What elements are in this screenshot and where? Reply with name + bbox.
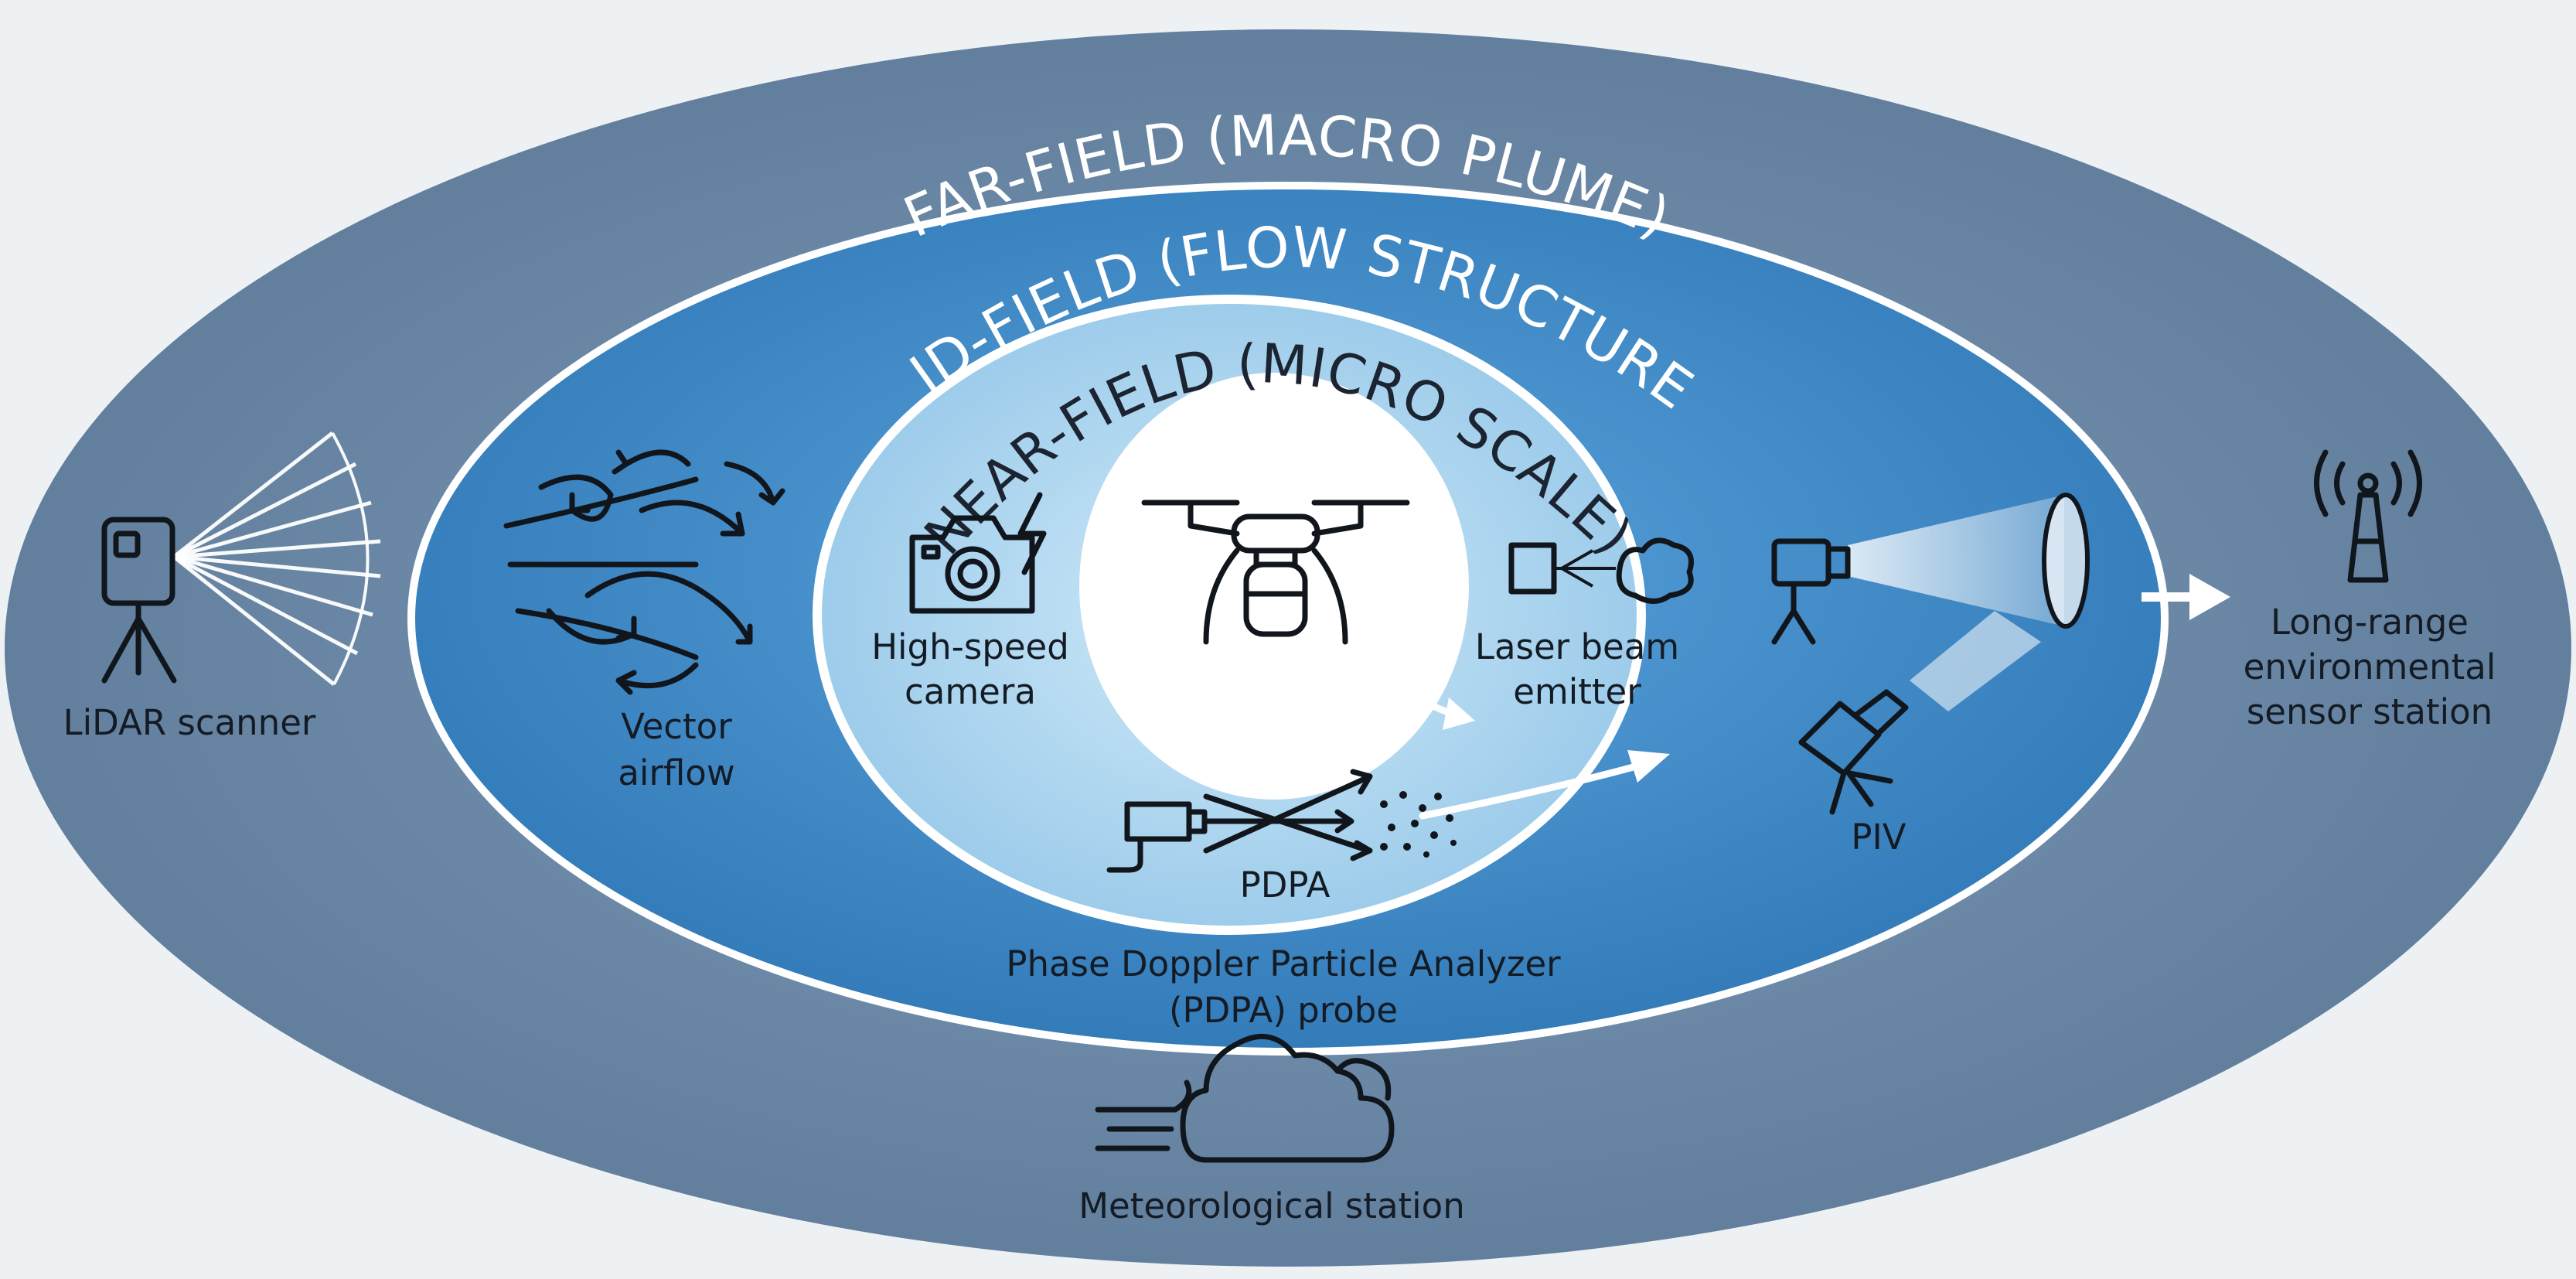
inner-flow-arrow — [1361, 669, 1450, 715]
laser-beam-emitter-label-2: emitter — [1513, 671, 1641, 712]
exit-arrowhead — [2189, 574, 2230, 620]
pdpa-probe-label-2: (PDPA) probe — [1169, 990, 1398, 1031]
piv-label: PIV — [1851, 817, 1906, 858]
antenna-tower-icon — [2314, 449, 2422, 583]
outer-flow-arrowhead — [1627, 750, 1670, 783]
sensor-station-label-2: environmental — [2244, 646, 2496, 687]
cloud-wind-icon — [1095, 1033, 1395, 1163]
pdpa-probe-label: Phase Doppler Particle Analyzer — [1006, 943, 1561, 984]
pdpa-label: PDPA — [1240, 865, 1331, 906]
vector-airflow-icon — [503, 449, 785, 695]
laser-beam-emitter-icon — [1508, 537, 1694, 604]
sensor-station-label-3: sensor station — [2247, 691, 2493, 732]
sensor-station-label: Long-range — [2271, 602, 2469, 643]
vector-airflow-label-2: airflow — [618, 752, 734, 793]
drone-icon — [1141, 500, 1410, 645]
near-field-core — [1079, 373, 1469, 800]
laser-beam-emitter-label: Laser beam — [1475, 626, 1679, 667]
outer-flow-arrow — [1419, 762, 1643, 820]
high-speed-camera-icon — [909, 492, 1047, 614]
meteorological-station-label: Meteorological station — [1078, 1185, 1465, 1226]
vector-airflow-label: Vector — [621, 706, 732, 747]
lidar-scanner-icon — [101, 431, 381, 686]
inner-flow-arrowhead — [1443, 697, 1475, 730]
piv-camera-icon — [1771, 493, 2090, 815]
lidar-scanner-label: LiDAR scanner — [63, 702, 316, 743]
high-speed-camera-label-2: camera — [905, 671, 1036, 712]
high-speed-camera-label: High-speed — [871, 626, 1069, 667]
pdpa-icon — [1106, 769, 1457, 873]
